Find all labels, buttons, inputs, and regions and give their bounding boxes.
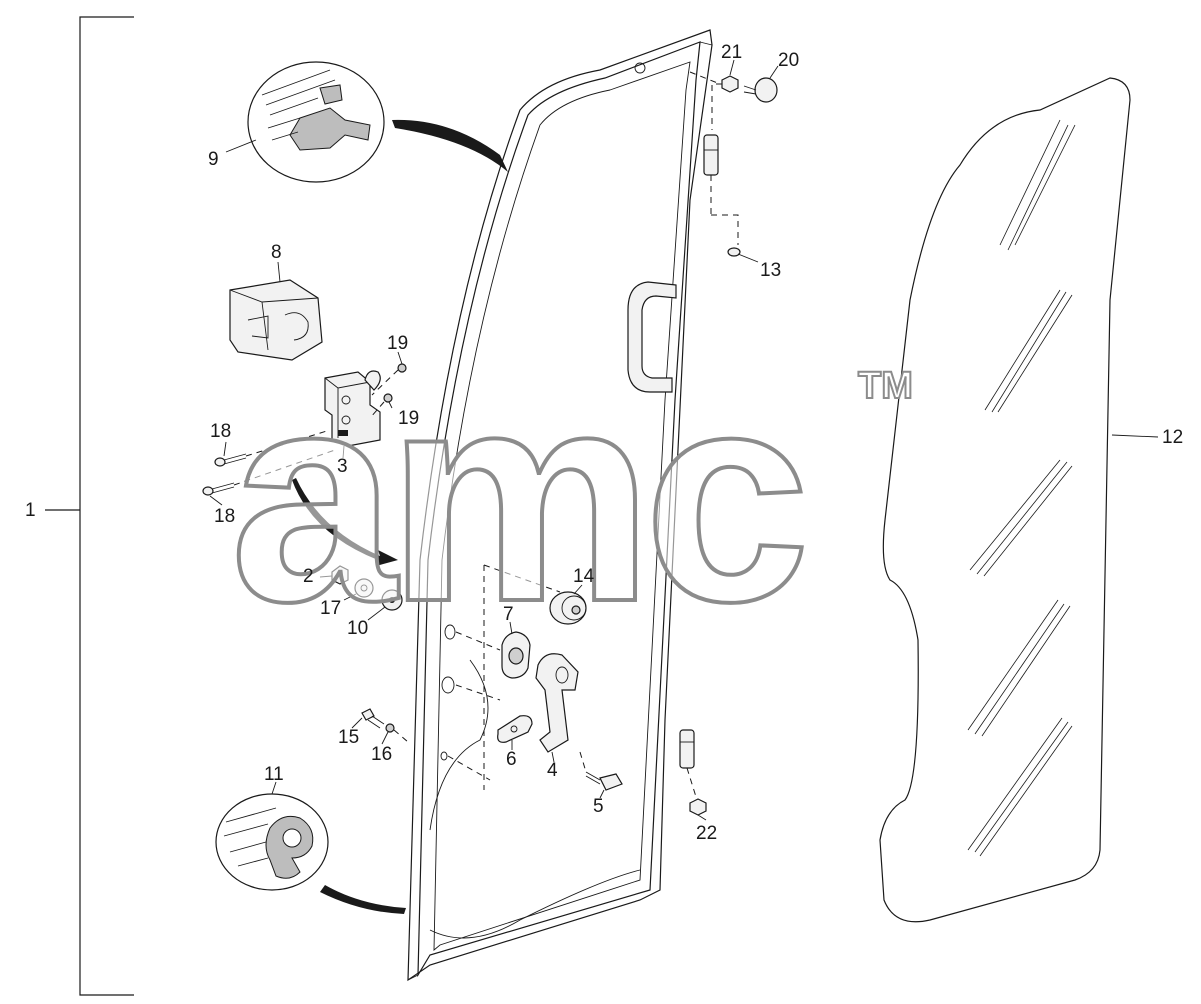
nut-22 (689, 798, 707, 816)
callout-15: 15 (338, 727, 359, 748)
glass-pane (879, 77, 1131, 923)
door-holes (440, 564, 561, 790)
seal-detail-upper (247, 61, 508, 183)
callout-14: 14 (573, 566, 595, 587)
seal-detail-lower (215, 793, 406, 914)
callout-13: 13 (760, 260, 781, 281)
leader-lines (209, 59, 1159, 821)
screw-18-upper (214, 429, 331, 467)
nut-2 (331, 565, 349, 585)
callout-4: 4 (547, 760, 558, 781)
callout-7: 7 (503, 604, 514, 625)
callout-9: 9 (208, 149, 219, 170)
latch-cover (229, 279, 323, 361)
nut-19-lower (369, 393, 393, 419)
screw-18-lower (202, 449, 336, 496)
nut-16 (385, 723, 409, 743)
callout-21: 21 (721, 42, 742, 63)
plate-7 (501, 631, 531, 679)
latch-assembly (324, 370, 381, 447)
callout-10: 10 (347, 618, 368, 639)
inside-handle-4 (535, 653, 579, 753)
callout-2: 2 (303, 566, 314, 587)
washer-17 (354, 578, 374, 598)
callout-11: 11 (264, 764, 284, 785)
lock-5 (579, 751, 623, 791)
callout-6: 6 (506, 749, 517, 770)
plate-6 (497, 715, 533, 743)
callout-19-lower: 19 (398, 408, 419, 429)
assembly-bracket (45, 16, 134, 996)
callout-5: 5 (593, 796, 604, 817)
callout-16: 16 (371, 744, 392, 765)
callout-17: 17 (320, 598, 341, 619)
callout-12: 12 (1162, 427, 1183, 448)
bolt-15 (361, 708, 385, 729)
callout-8: 8 (271, 242, 282, 263)
callout-labels: 1 2 3 4 5 6 7 8 9 10 11 12 13 14 15 16 1… (25, 42, 1183, 844)
watermark-logo: amc TM (228, 326, 914, 666)
knob-20 (743, 77, 778, 103)
nut-21 (689, 71, 739, 130)
svg-text:amc: amc (230, 328, 803, 664)
callout-22: 22 (696, 823, 717, 844)
striker-14 (549, 591, 587, 625)
callout-1: 1 (25, 500, 36, 521)
callout-18-upper: 18 (210, 421, 231, 442)
callout-18-lower: 18 (214, 506, 235, 527)
callout-19-upper: 19 (387, 333, 408, 354)
hinge-upper (703, 134, 739, 245)
washer-10 (381, 589, 403, 611)
svg-text:TM: TM (858, 365, 913, 407)
latch-arrow (292, 478, 398, 566)
hinge-lower (679, 729, 698, 801)
washer-13 (727, 247, 741, 257)
door-frame (407, 29, 713, 982)
callout-3: 3 (337, 456, 348, 477)
grab-handle (627, 281, 677, 393)
callout-20: 20 (778, 50, 799, 71)
